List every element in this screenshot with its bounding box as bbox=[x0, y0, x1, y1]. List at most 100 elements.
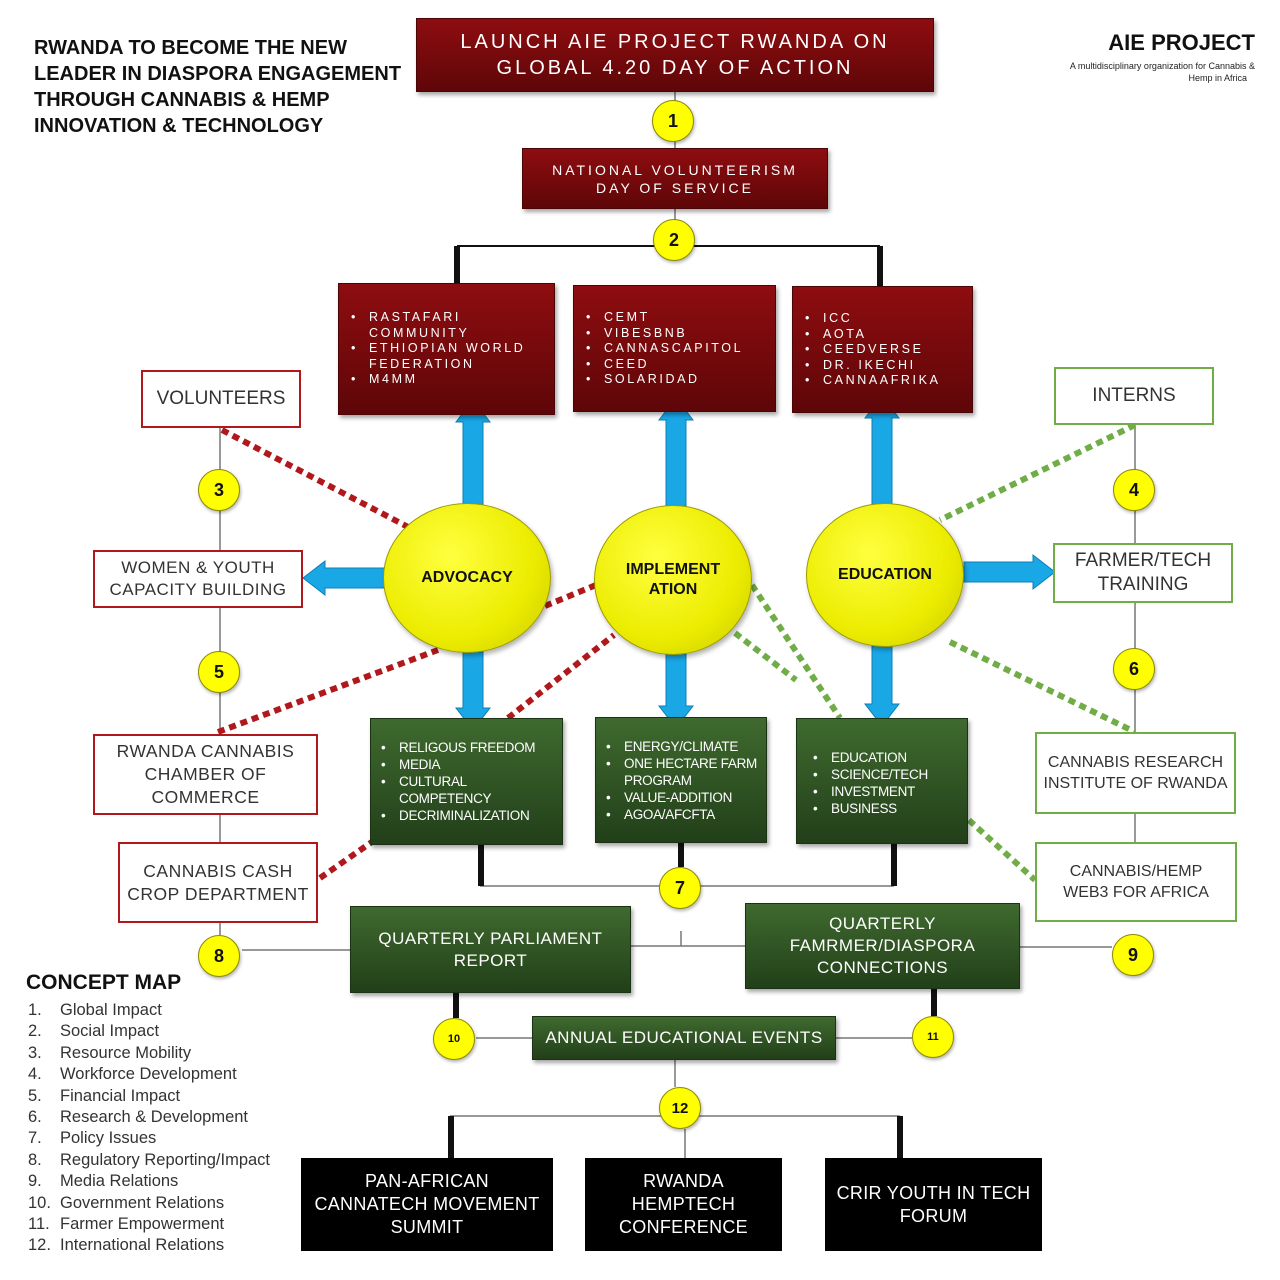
implementation-line: IMPLEMENT bbox=[625, 561, 721, 578]
dotted-link-green bbox=[733, 630, 798, 683]
partner-item: SOLARIDAD bbox=[580, 372, 769, 388]
headline-line: LEADER IN DIASPORA ENGAGEMENT bbox=[34, 63, 402, 85]
forum-box: CRIR YOUTH IN TECH FORUM bbox=[825, 1158, 1042, 1251]
concept-map-label: Global Impact bbox=[60, 1001, 162, 1019]
volunteers-box: VOLUNTEERS bbox=[141, 370, 301, 428]
interns-box: INTERNS bbox=[1054, 367, 1214, 425]
concept-map-item: 8. Regulatory Reporting/Impact bbox=[28, 1150, 308, 1171]
diaspora-connections-box: QUARTERLY FAMRMER/DIASPORA CONNECTIONS bbox=[745, 903, 1020, 989]
volunteers-label: VOLUNTEERS bbox=[156, 388, 286, 409]
concept-map-item: 5.Financial Impact bbox=[28, 1086, 308, 1107]
headline-line: RWANDA TO BECOME THE NEW bbox=[34, 37, 347, 59]
concept-map-number: 8. bbox=[28, 1150, 42, 1169]
conference-line: CONFERENCE bbox=[618, 1217, 748, 1237]
women-youth-box: WOMEN & YOUTH CAPACITY BUILDING bbox=[93, 550, 303, 608]
brand-name: AIE PROJECT bbox=[1108, 30, 1255, 55]
partner-item: ICC bbox=[799, 311, 966, 327]
chamber-line: CHAMBER OF bbox=[144, 764, 267, 784]
focus-item: AGOA/AFCFTA bbox=[600, 806, 762, 823]
concept-map-label: Social Impact bbox=[60, 1022, 160, 1041]
advocacy-hub: ADVOCACY bbox=[383, 503, 551, 653]
conference-box: RWANDA HEMPTECH CONFERENCE bbox=[585, 1158, 782, 1251]
dotted-link-red bbox=[543, 582, 598, 609]
conference-line: RWANDA bbox=[643, 1171, 724, 1191]
focus-item: BUSINESS bbox=[807, 800, 963, 817]
focus-item: EDUCATION bbox=[807, 749, 963, 766]
arrow-up-icon bbox=[454, 399, 492, 506]
concept-map-label: Regulatory Reporting/Impact bbox=[60, 1150, 271, 1169]
implementation-hub: IMPLEMENT ATION bbox=[594, 505, 752, 655]
arrow-down-icon bbox=[863, 645, 901, 727]
women-youth-line: WOMEN & YOUTH bbox=[121, 558, 275, 577]
cash-crop-line: CROP DEPARTMENT bbox=[127, 883, 309, 904]
concept-map-label: Workforce Development bbox=[60, 1065, 237, 1084]
concept-map-number: 3. bbox=[28, 1043, 42, 1062]
badge-8: 8 bbox=[198, 935, 240, 977]
badge-2: 2 bbox=[653, 219, 695, 261]
research-line: CANNABIS RESEARCH bbox=[1047, 754, 1224, 771]
forum-line: FORUM bbox=[899, 1205, 968, 1226]
dotted-link-red bbox=[216, 647, 440, 735]
dotted-link-green bbox=[749, 583, 843, 720]
farmer-tech-line: TRAINING bbox=[1097, 574, 1189, 595]
diaspora-line: CONNECTIONS bbox=[816, 958, 949, 977]
badge-7: 7 bbox=[659, 867, 701, 909]
interns-label: INTERNS bbox=[1092, 385, 1176, 406]
concept-map-item: 4.Workforce Development bbox=[28, 1064, 308, 1085]
chamber-line: COMMERCE bbox=[151, 787, 260, 807]
summit-box: PAN-AFRICAN CANNATECH MOVEMENT SUMMIT bbox=[301, 1158, 553, 1251]
cash-crop-box: CANNABIS CASH CROP DEPARTMENT bbox=[118, 842, 318, 923]
headline: RWANDA TO BECOME THE NEW LEADER IN DIASP… bbox=[34, 35, 414, 139]
education-label: EDUCATION bbox=[838, 566, 932, 583]
concept-map-item: 6. Research & Development bbox=[28, 1107, 308, 1128]
partners-education-box: ICC AOTA CEEDVERSE DR. IKECHI CANNAAFRIK… bbox=[792, 286, 973, 413]
partner-item: VIBESBNB bbox=[580, 326, 769, 342]
advocacy-focus-box: RELIGOUS FREEDOM MEDIA CULTURAL COMPETEN… bbox=[370, 718, 563, 845]
concept-map-number: 12. bbox=[28, 1236, 51, 1255]
arrow-up-icon bbox=[657, 397, 695, 508]
partner-item: CEEDVERSE bbox=[799, 342, 966, 358]
concept-map-label: Policy Issues bbox=[60, 1129, 157, 1148]
concept-map-item: 11. Farmer Empowerment bbox=[28, 1214, 308, 1235]
annual-events-box: ANNUAL EDUCATIONAL EVENTS bbox=[532, 1016, 836, 1060]
badge-11: 11 bbox=[912, 1016, 954, 1058]
headline-line: THROUGH CANNABIS & HEMP bbox=[34, 89, 330, 111]
concept-map-label: Media Relations bbox=[60, 1172, 179, 1191]
concept-map-item: 2. Social Impact bbox=[28, 1021, 308, 1042]
badge-10: 10 bbox=[433, 1018, 475, 1060]
focus-item: SCIENCE/TECH bbox=[807, 766, 963, 783]
dotted-link-red bbox=[506, 632, 616, 721]
research-line: INSTITUTE OF RWANDA bbox=[1043, 775, 1228, 792]
farmer-tech-line: FARMER/TECH bbox=[1074, 550, 1212, 571]
concept-map-number: 6. bbox=[28, 1108, 42, 1127]
partner-item: CEMT bbox=[580, 310, 769, 326]
diaspora-line: QUARTERLY bbox=[829, 914, 936, 933]
farmer-tech-box: FARMER/TECH TRAINING bbox=[1053, 543, 1233, 603]
concept-map-number: 9. bbox=[28, 1172, 42, 1191]
launch-line: LAUNCH AIE PROJECT RWANDA ON bbox=[460, 31, 890, 53]
volunteerism-box: NATIONAL VOLUNTEERISM DAY OF SERVICE bbox=[522, 148, 828, 209]
concept-map-label: International Relations bbox=[60, 1236, 225, 1255]
concept-map-number: 7. bbox=[28, 1129, 42, 1148]
forum-line: CRIR YOUTH IN TECH bbox=[836, 1182, 1031, 1203]
web3-line: WEB3 FOR AFRICA bbox=[1063, 884, 1209, 901]
focus-item: CULTURAL COMPETENCY bbox=[375, 773, 558, 807]
dotted-link-green bbox=[957, 809, 1038, 883]
badge-4: 4 bbox=[1113, 469, 1155, 511]
concept-map-number: 2. bbox=[28, 1022, 42, 1041]
focus-item: ENERGY/CLIMATE bbox=[600, 738, 762, 755]
chamber-line: RWANDA CANNABIS bbox=[116, 741, 295, 761]
conference-line: HEMPTECH bbox=[631, 1194, 736, 1214]
launch-line: GLOBAL 4.20 DAY OF ACTION bbox=[496, 57, 854, 79]
concept-map-item: 7. Policy Issues bbox=[28, 1128, 308, 1149]
web3-box: CANNABIS/HEMP WEB3 FOR AFRICA bbox=[1035, 842, 1237, 922]
dotted-link-green bbox=[938, 422, 1137, 523]
partner-item: RASTAFARI COMMUNITY bbox=[345, 310, 548, 341]
concept-map-number: 1. bbox=[28, 1001, 42, 1019]
concept-map-number: 11. bbox=[28, 1215, 50, 1234]
headline-line: INNOVATION & TECHNOLOGY bbox=[34, 115, 324, 137]
concept-map-label: Research & Development bbox=[60, 1108, 249, 1127]
concept-map-label: Farmer Empowerment bbox=[60, 1215, 225, 1234]
concept-map-item: 10.Government Relations bbox=[28, 1193, 308, 1214]
partner-item: CANNASCAPITOL bbox=[580, 341, 769, 357]
